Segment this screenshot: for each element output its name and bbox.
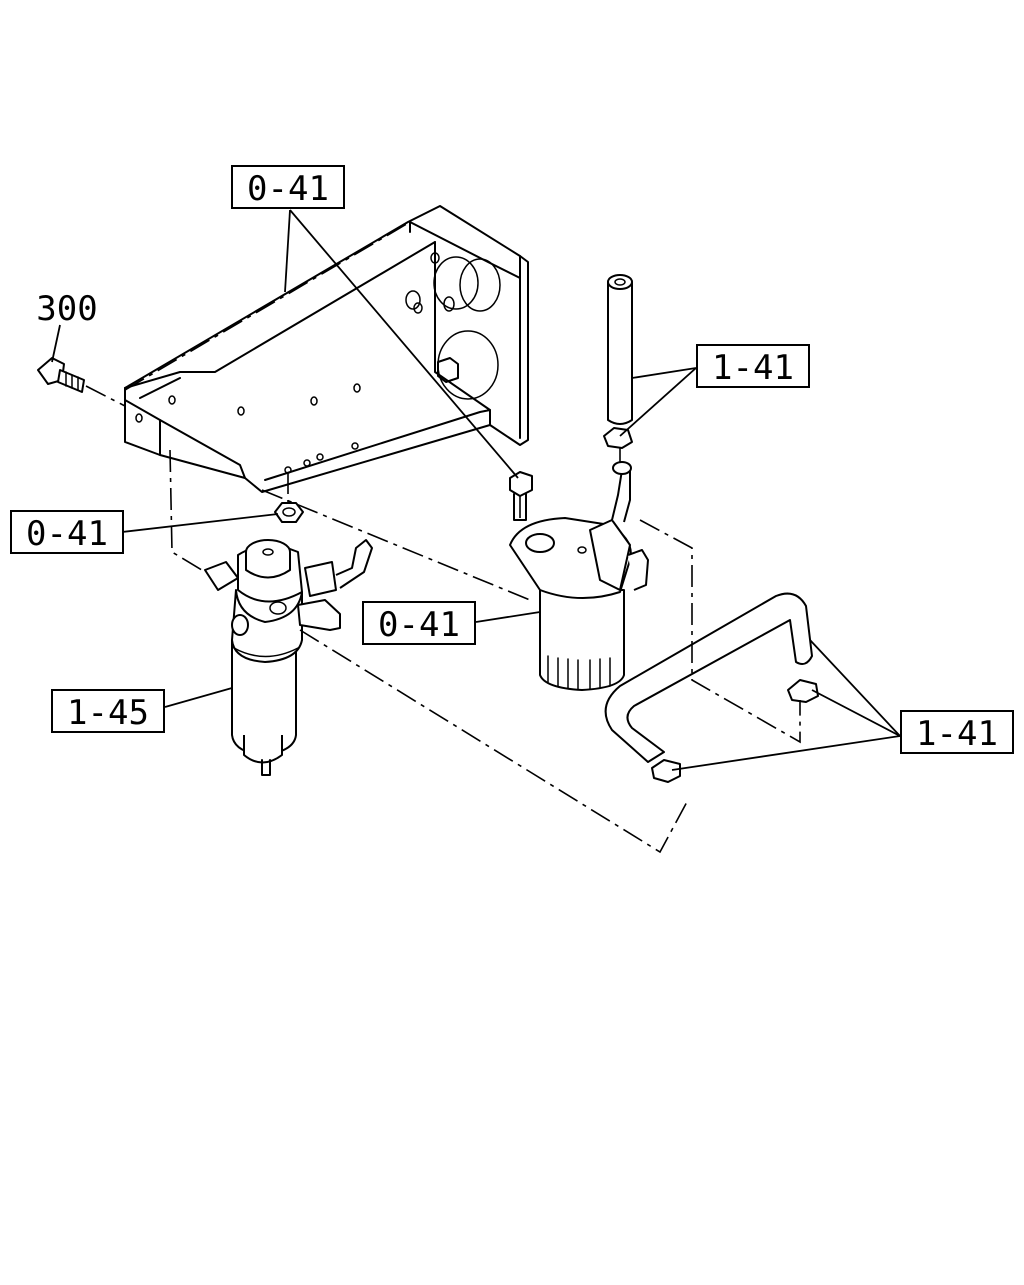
primary-fuel-filter bbox=[204, 539, 373, 776]
callout-nut: 0-41 bbox=[10, 510, 124, 554]
callout-primary-filter: 1-45 bbox=[51, 689, 165, 733]
callout-text: 0-41 bbox=[26, 514, 108, 554]
callout-hose-upper: 1-41 bbox=[696, 344, 810, 388]
secondary-fuel-filter bbox=[509, 461, 649, 691]
leader-lines bbox=[51, 209, 901, 771]
mounting-bolt-small bbox=[509, 471, 533, 521]
callout-text: 0-41 bbox=[247, 169, 329, 209]
callout-text: 300 bbox=[36, 289, 97, 329]
callout-bracket-assembly: 0-41 bbox=[231, 165, 345, 209]
assembly-centerlines bbox=[85, 221, 801, 854]
flange-bolt bbox=[37, 357, 85, 393]
mounting-bracket bbox=[124, 205, 529, 493]
lower-fuel-hose bbox=[604, 592, 819, 783]
callout-text: 1-41 bbox=[712, 348, 794, 388]
hex-nut bbox=[274, 502, 304, 523]
callout-text: 0-41 bbox=[378, 605, 460, 645]
callout-bolt: 300 bbox=[36, 289, 97, 329]
upper-fuel-hose bbox=[603, 274, 633, 449]
callout-secondary-filter: 0-41 bbox=[362, 601, 476, 645]
callout-text: 1-45 bbox=[67, 693, 149, 733]
callout-hose-lower: 1-41 bbox=[900, 710, 1014, 754]
callout-text: 1-41 bbox=[916, 714, 998, 754]
